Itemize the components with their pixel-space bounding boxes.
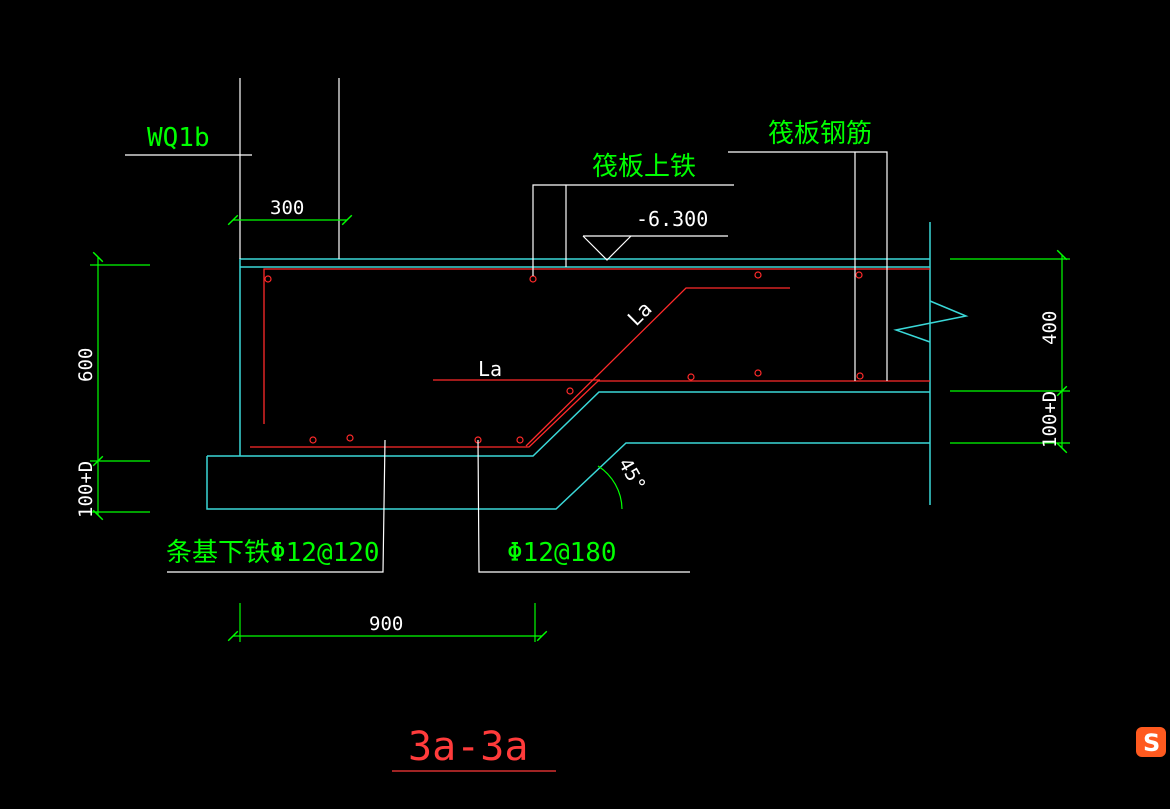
right-base-dim: 100+D bbox=[1039, 391, 1061, 448]
leader-lines bbox=[125, 78, 888, 573]
sogou-s-logo-icon: S bbox=[1136, 727, 1166, 757]
anchor-label-1: La bbox=[478, 357, 502, 381]
rebar-layout bbox=[250, 268, 930, 448]
strip-bottom-steel-label: 条基下铁Φ12@120 bbox=[166, 538, 380, 568]
raft-top-steel-label: 筏板上铁 bbox=[592, 152, 696, 182]
beam-height-dim: 600 bbox=[75, 348, 97, 382]
left-base-dim: 100+D bbox=[75, 461, 97, 518]
wall-label: WQ1b bbox=[147, 123, 210, 153]
elevation-label: -6.300 bbox=[636, 207, 708, 231]
angle-arc bbox=[597, 465, 623, 510]
raft-steel-label: 筏板钢筋 bbox=[768, 119, 872, 149]
dimension-lines bbox=[90, 214, 1070, 642]
wall-width-dim: 300 bbox=[270, 197, 304, 219]
stirrup-label: Φ12@180 bbox=[507, 538, 617, 568]
raft-thickness-dim: 400 bbox=[1039, 311, 1061, 345]
anchor-label-2: La bbox=[623, 297, 657, 331]
rebar-dots bbox=[264, 271, 864, 444]
angle-label: 45° bbox=[614, 455, 650, 496]
svg-text:S: S bbox=[1143, 729, 1160, 757]
footing-width-dim: 900 bbox=[369, 613, 403, 635]
section-title: 3a-3a bbox=[408, 724, 528, 770]
concrete-outline bbox=[206, 222, 969, 510]
